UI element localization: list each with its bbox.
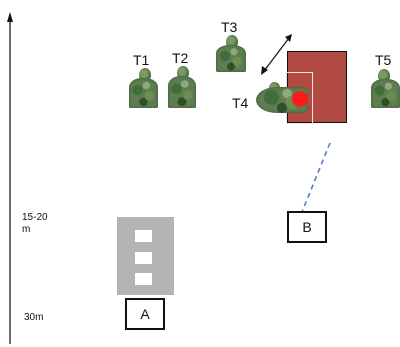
target-label-t1: T1 bbox=[133, 52, 150, 68]
distance-label-line2: m bbox=[22, 224, 31, 235]
hit-marker bbox=[292, 91, 308, 107]
target-label-t4: T4 bbox=[232, 95, 249, 111]
target-label-t3: T3 bbox=[221, 19, 238, 35]
shooting-stand bbox=[117, 217, 174, 295]
distance-label-line1: 15-20 bbox=[22, 212, 48, 223]
stand-window-3 bbox=[135, 273, 152, 285]
target-t1-body bbox=[129, 78, 158, 108]
stand-window-2 bbox=[135, 252, 152, 264]
stand-window-1 bbox=[135, 230, 152, 242]
target-label-t2: T2 bbox=[172, 50, 189, 66]
target-t2-body bbox=[168, 76, 196, 108]
distance-label-30m: 30m bbox=[24, 312, 44, 323]
position-a-box: A bbox=[125, 298, 165, 330]
target-t3-body bbox=[216, 45, 246, 72]
target-t5-body bbox=[371, 79, 400, 108]
target-label-t5: T5 bbox=[375, 52, 392, 68]
position-b-box: B bbox=[287, 211, 327, 243]
distance-label-15-20m: 15-20 m bbox=[22, 212, 48, 236]
